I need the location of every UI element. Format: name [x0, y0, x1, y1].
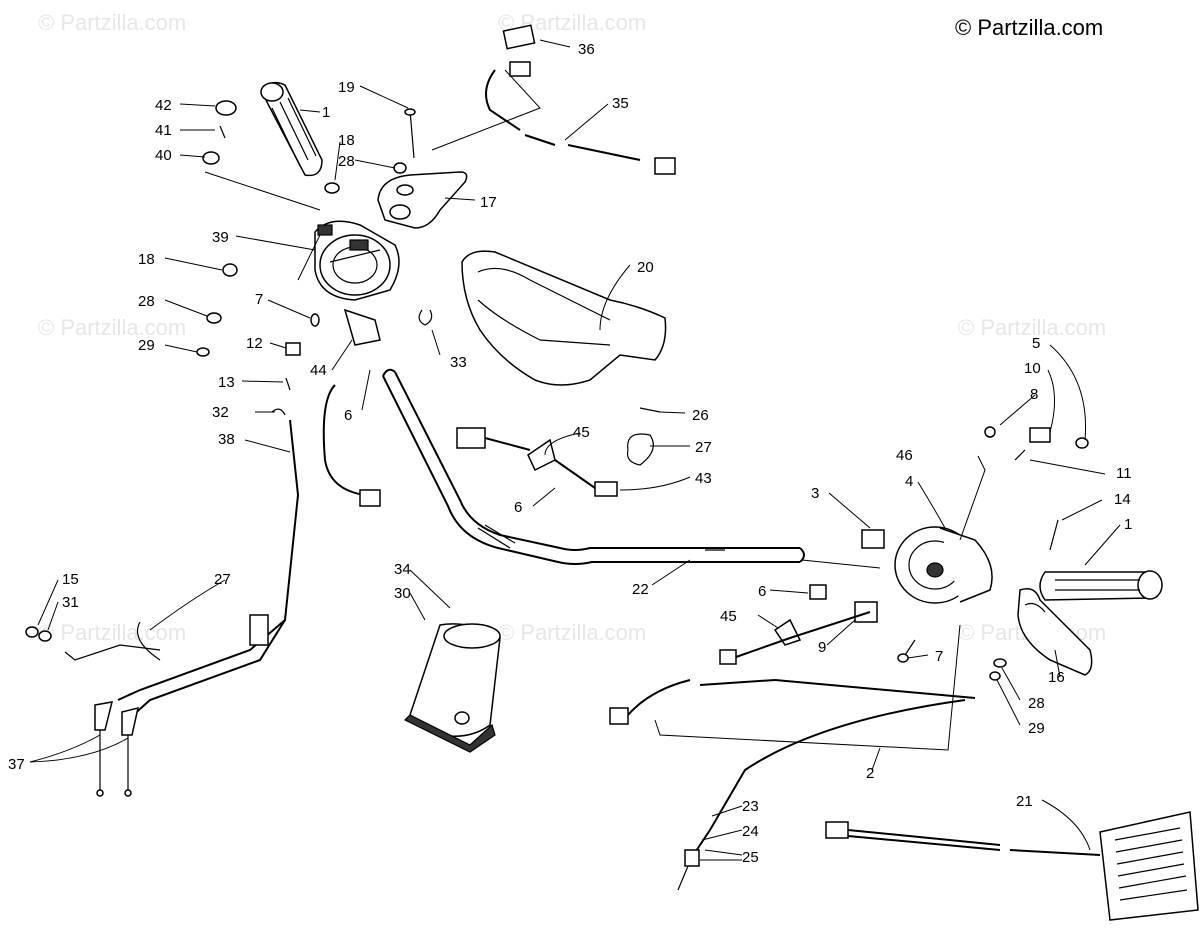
- part-label-20: 20: [637, 259, 654, 276]
- part-label-30: 30: [394, 585, 411, 602]
- part-label-46: 46: [896, 447, 913, 464]
- watermark: © Partzilla.com: [498, 620, 646, 645]
- part-label-38: 38: [218, 431, 235, 448]
- part-label-41: 41: [155, 122, 172, 139]
- part-label-24: 24: [742, 823, 759, 840]
- part-label-29-right: 29: [1028, 720, 1045, 737]
- part-label-12: 12: [246, 335, 263, 352]
- part-label-6-left: 6: [344, 407, 352, 424]
- copyright-notice: © Partzilla.com: [955, 15, 1103, 40]
- leader-lines: [29, 39, 1121, 861]
- part-label-35: 35: [612, 95, 629, 112]
- part-label-18-left: 18: [138, 251, 155, 268]
- part-label-7-left: 7: [255, 291, 263, 308]
- part-label-3: 3: [811, 485, 819, 502]
- part-label-29-left: 29: [138, 337, 155, 354]
- part-label-1-right: 1: [1124, 516, 1132, 533]
- part-label-26: 26: [692, 407, 709, 424]
- part-label-2: 2: [866, 765, 874, 782]
- part-label-31: 31: [62, 594, 79, 611]
- watermark: © Partzilla.com: [38, 10, 186, 35]
- part-label-6-mid: 6: [514, 499, 522, 516]
- part-label-42: 42: [155, 97, 172, 114]
- part-label-17: 17: [480, 194, 497, 211]
- watermark: © Partzilla.com: [958, 315, 1106, 340]
- part-label-10: 10: [1024, 360, 1041, 377]
- part-label-40: 40: [155, 147, 172, 164]
- part-label-27-left: 27: [214, 571, 231, 588]
- part-label-28-top: 28: [338, 153, 355, 170]
- part-label-18-top: 18: [338, 132, 355, 149]
- part-label-5: 5: [1032, 335, 1040, 352]
- part-label-16: 16: [1048, 669, 1065, 686]
- part-label-6-right: 6: [758, 583, 766, 600]
- part-label-7-right: 7: [935, 648, 943, 665]
- part-label-21: 21: [1016, 793, 1033, 810]
- part-drawings: [25, 24, 1199, 921]
- part-label-43: 43: [695, 470, 712, 487]
- part-label-8: 8: [1030, 386, 1038, 403]
- part-label-13: 13: [218, 374, 235, 391]
- part-label-25: 25: [742, 849, 759, 866]
- watermark: © Partzilla.com: [38, 315, 186, 340]
- part-label-32: 32: [212, 404, 229, 421]
- part-label-36: 36: [578, 41, 595, 58]
- part-label-1-left: 1: [322, 104, 330, 121]
- part-label-14: 14: [1114, 491, 1131, 508]
- part-label-27-right: 27: [695, 439, 712, 456]
- part-label-28-right: 28: [1028, 695, 1045, 712]
- part-label-37: 37: [8, 756, 25, 773]
- part-label-4: 4: [905, 473, 913, 490]
- part-label-39: 39: [212, 229, 229, 246]
- watermark: © Partzilla.com: [38, 620, 186, 645]
- part-label-44: 44: [310, 362, 327, 379]
- part-label-22: 22: [632, 581, 649, 598]
- part-label-23: 23: [742, 798, 759, 815]
- part-label-33: 33: [450, 354, 467, 371]
- part-label-11: 11: [1116, 465, 1132, 482]
- part-label-28-left: 28: [138, 293, 155, 310]
- part-label-34: 34: [394, 561, 411, 578]
- part-number-labels: 36 35 42 41 40 1 19 18 28 17 39 18 28 29…: [8, 41, 1132, 866]
- part-label-19: 19: [338, 79, 355, 96]
- part-label-45-right: 45: [720, 608, 737, 625]
- part-label-45-top: 45: [573, 424, 590, 441]
- part-label-15: 15: [62, 571, 79, 588]
- part-label-9: 9: [818, 639, 826, 656]
